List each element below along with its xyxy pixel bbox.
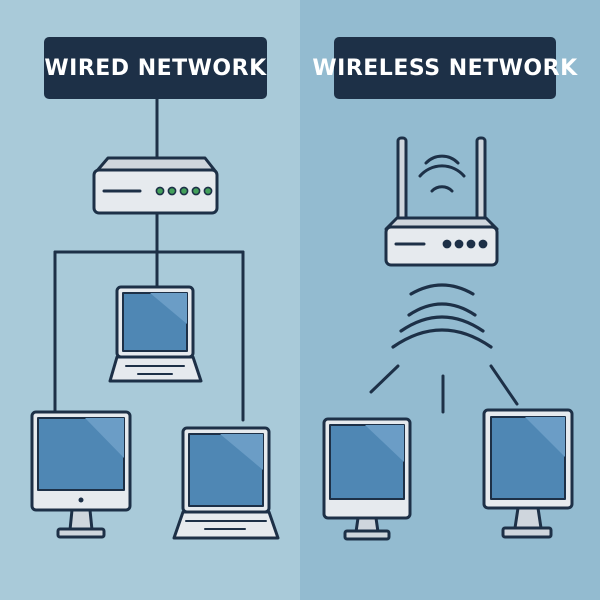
wifi-signal-icon: [418, 154, 466, 193]
wired-connection-lines: [53, 97, 245, 422]
desktop-monitor-icon: [30, 410, 132, 539]
desktop-monitor-icon: [322, 417, 412, 541]
antenna-left: [396, 136, 408, 222]
laptop-icon: [108, 285, 203, 383]
radio-waves: [391, 283, 493, 349]
router-icon: [92, 156, 219, 215]
wired-network-title: WIRED NETWORK: [44, 37, 267, 99]
antenna-right: [475, 136, 487, 222]
wireless-signal-lines: [369, 364, 519, 414]
desktop-monitor-icon: [482, 408, 574, 539]
laptop-icon: [172, 426, 280, 540]
wireless-router-icon: [384, 216, 499, 267]
wireless-network-title: WIRELESS NETWORK: [312, 37, 577, 99]
